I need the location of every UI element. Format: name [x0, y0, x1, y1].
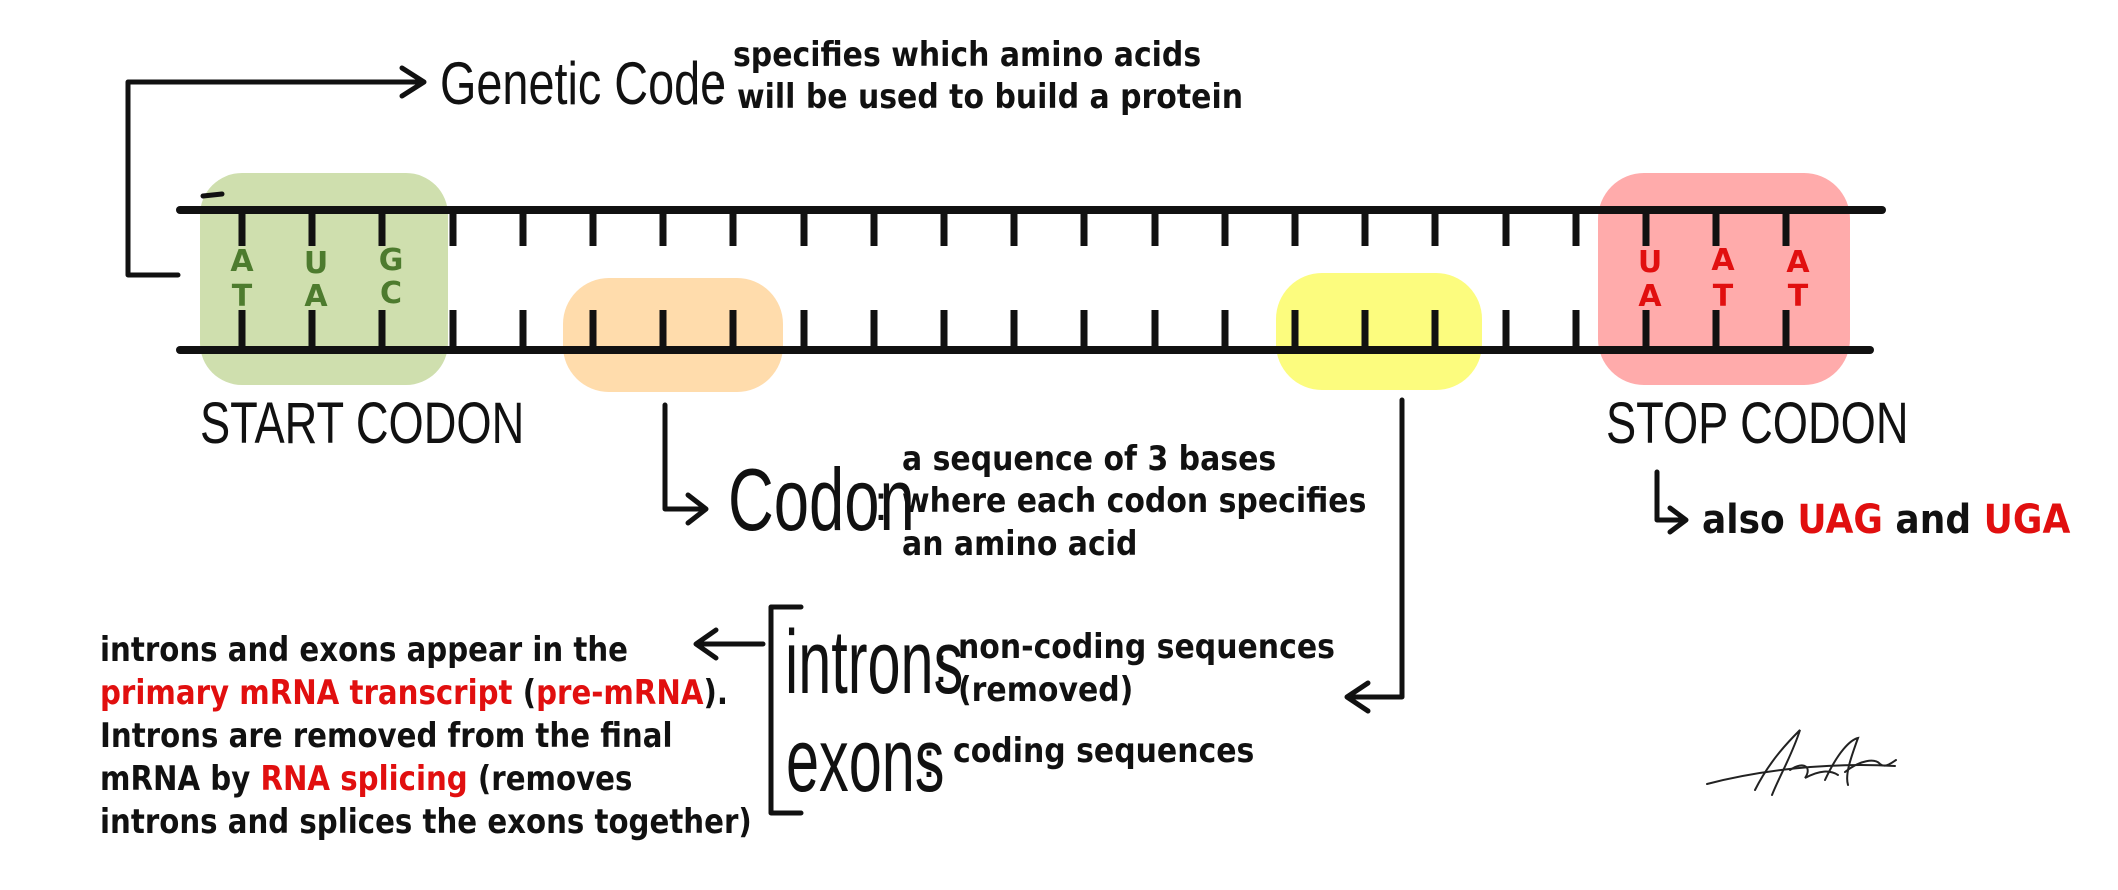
stop-top-base-2: A [1711, 243, 1735, 278]
introns-arrow [1349, 397, 1405, 700]
introns-arrowhead [1344, 680, 1371, 714]
note-primary-transcript: primary mRNA transcript [100, 673, 513, 713]
stop-also-arrow [1654, 469, 1685, 523]
note-rna-splicing: RNA splicing [260, 759, 468, 799]
start-codon-highlight [200, 173, 448, 385]
note-line-1: introns and exons appear in the [100, 630, 628, 670]
stop-codon-label: STOP CODON [1606, 391, 1909, 456]
start-bottom-base-1: T [232, 279, 253, 314]
start-top-base-2: U [304, 246, 328, 281]
exons-title: exons [786, 711, 945, 811]
codon-line-3: an amino acid [902, 524, 1138, 564]
introns-title: introns [785, 613, 964, 713]
exons-colon: : [922, 732, 936, 788]
codon-highlight-orange [563, 278, 783, 392]
signature-icon [1706, 729, 1897, 796]
genetic-code-arrow [125, 79, 421, 278]
stop-bottom-base-3: T [1788, 279, 1809, 314]
note-arrowhead [693, 627, 719, 661]
stop-codon-alternatives: also UAG and UGA [1702, 500, 2070, 540]
genetic-code-line-1: specifies which amino acids [733, 35, 1202, 75]
note-line-5: introns and splices the exons together) [100, 802, 752, 842]
also-and: and [1895, 497, 1972, 543]
note-paren-open: ( [512, 673, 537, 713]
note-removes: (removes [467, 759, 633, 799]
genetic-code-arrowhead [399, 65, 427, 99]
stop-bottom-base-2: T [1713, 279, 1734, 314]
codon-line-1: a sequence of 3 bases [902, 439, 1277, 479]
start-codon-label: START CODON [200, 391, 525, 456]
codon-arrowhead [685, 492, 709, 526]
codon-colon: : [874, 475, 888, 531]
note-line-4: mRNA by RNA splicing (removes [100, 762, 632, 796]
stop-top-base-1: U [1638, 245, 1662, 280]
stop-bottom-base-1: A [1638, 279, 1662, 314]
strand-start-mark [200, 191, 225, 199]
stop-top-base-3: A [1786, 245, 1810, 280]
note-line-2: primary mRNA transcript (pre-mRNA). [100, 676, 728, 710]
note-paren-close: ). [703, 673, 728, 713]
start-bottom-base-2: A [304, 279, 328, 314]
introns-exons-bracket [768, 604, 804, 816]
introns-line-1: non-coding sequences [958, 627, 1335, 667]
note-pre-mrna: pre-mRNA [536, 673, 704, 713]
genetic-code-colon: : [712, 57, 726, 113]
strand-group [176, 191, 1886, 354]
also-prefix: also [1702, 497, 1785, 543]
introns-line-2: (removed) [958, 670, 1134, 710]
codon-title: Codon [728, 450, 915, 549]
genetic-code-title: Genetic Code [440, 50, 727, 117]
stop-also-arrowhead [1667, 505, 1689, 535]
stop-alt-uga: UGA [1983, 497, 2071, 543]
start-top-base-3: G [379, 243, 404, 278]
exons-line-1: coding sequences [953, 731, 1255, 771]
stop-alt-uag: UAG [1797, 497, 1883, 543]
codon-highlight-yellow [1276, 273, 1482, 390]
start-bottom-base-3: C [380, 276, 402, 311]
introns-colon: : [934, 637, 948, 693]
codon-line-2: where each codon specifies [902, 481, 1367, 521]
genetic-code-line-2: will be used to build a protein [737, 77, 1244, 117]
base-ticks [238, 210, 1790, 350]
note-line-3: Introns are removed from the final [100, 716, 673, 756]
codon-arrow [662, 402, 705, 512]
note-mrna-by: mRNA by [100, 759, 261, 799]
start-top-base-1: A [230, 244, 254, 279]
